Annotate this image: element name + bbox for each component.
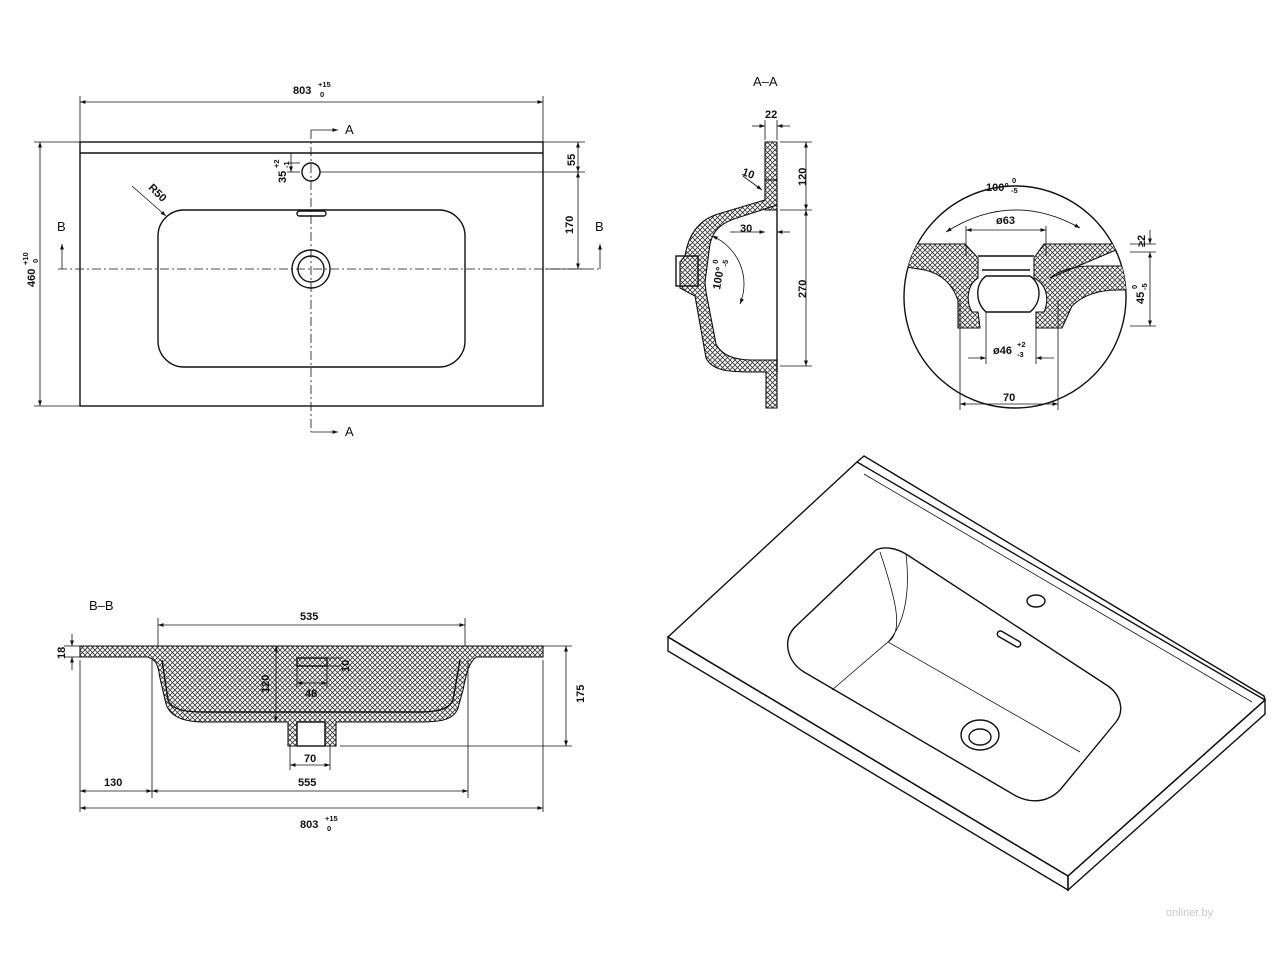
iso-tap-hole — [1026, 594, 1046, 608]
section-aa: A–A 22 120 270 10 30 100° 0 -5 — [675, 74, 812, 409]
iso-basin-rim — [786, 547, 1122, 802]
section-bb-title: B–B — [89, 598, 114, 613]
tap-offset-dimension: 35 — [277, 171, 289, 183]
aa-angle-tol-upper: 0 — [711, 259, 721, 265]
iso-overflow — [996, 630, 1022, 648]
section-b-label-left: B — [57, 219, 66, 234]
iso-drain-outer — [960, 719, 1000, 751]
iso-drain-inner — [968, 728, 992, 746]
bb-dim-120: 120 — [260, 675, 272, 693]
detail-angle: 100° — [986, 182, 1009, 194]
detail-dim-45: 45 — [1135, 292, 1147, 304]
bb-width-tol-lower: 0 — [327, 824, 331, 833]
detail-dim-45-tol-upper: 0 — [1130, 285, 1139, 289]
basin-outline — [157, 209, 466, 368]
section-a-label-bottom: A — [345, 424, 354, 439]
bb-dim-175: 175 — [575, 685, 587, 703]
bb-dim-535: 535 — [300, 611, 318, 623]
section-aa-shell — [679, 179, 778, 409]
iso-right-edge — [1067, 698, 1266, 892]
detail-angle-tol-lower: -5 — [1011, 186, 1018, 195]
detail-dim-45-tol-lower: -5 — [1140, 283, 1149, 290]
section-bb-drain — [296, 721, 326, 747]
width-tol-lower: 0 — [320, 90, 324, 99]
detail-dia-tol-upper: +2 — [1017, 340, 1026, 349]
depth-tol-lower: 0 — [31, 259, 40, 263]
detail-dim-70: 70 — [1003, 392, 1015, 404]
bb-dim-70: 70 — [304, 753, 316, 765]
detail-angle-tol-upper: 0 — [1012, 176, 1016, 185]
bb-dim-18: 18 — [56, 647, 68, 659]
tap-tol-lower: -1 — [282, 161, 291, 168]
watermark: onliner.by — [1166, 907, 1214, 919]
bb-dim-130: 130 — [104, 777, 122, 789]
bb-width-dimension: 803 — [300, 819, 318, 831]
aa-dim-30: 30 — [740, 223, 752, 235]
section-a-label-top: A — [345, 122, 354, 137]
tap-tol-upper: +2 — [272, 159, 281, 168]
bb-dim-48: 48 — [305, 688, 317, 700]
bb-dim-555: 555 — [298, 777, 316, 789]
depth-tol-upper: +10 — [21, 252, 30, 265]
section-aa-title: A–A — [753, 74, 778, 89]
aa-dim-22: 22 — [765, 109, 777, 121]
iso-countertop-top — [666, 461, 1267, 877]
aa-dim-120: 120 — [797, 168, 809, 186]
aa-angle: 100° — [711, 266, 727, 291]
detail-dim-ge2: ≥2 — [1136, 235, 1148, 247]
iso-backsplash — [856, 455, 1266, 701]
detail-left-wall — [904, 243, 981, 329]
countertop-outline — [79, 141, 544, 407]
bb-width-tol-upper: +15 — [325, 814, 338, 823]
depth-dimension: 460 — [26, 269, 38, 287]
detail-dia-top: ø63 — [996, 215, 1015, 227]
aa-dim-270: 270 — [797, 280, 809, 298]
detail-dia-tol-lower: -3 — [1017, 350, 1024, 359]
iso-basin-inner — [831, 551, 1081, 753]
width-tol-upper: +15 — [318, 80, 331, 89]
dim-170: 170 — [564, 216, 576, 234]
overflow-slot — [296, 210, 327, 217]
bb-dim-10: 10 — [340, 660, 352, 672]
dim-55: 55 — [566, 154, 578, 166]
aa-dim-10: 10 — [740, 166, 756, 181]
detail-circle — [903, 185, 1127, 409]
width-dimension: 803 — [293, 85, 311, 97]
section-bb: B–B 535 18 120 10 48 175 — [56, 598, 587, 833]
section-aa-drain-stub — [675, 255, 699, 287]
isometric-view — [666, 455, 1267, 892]
iso-front-edge — [667, 635, 1069, 892]
top-view: A A B B 803 +15 0 460 +10 0 35 +2 -1 — [21, 80, 604, 439]
section-b-label-right: B — [595, 219, 604, 234]
section-bb-overflow — [296, 657, 328, 667]
detail-dia-bottom: ø46 — [993, 345, 1012, 357]
aa-angle-tol-lower: -5 — [720, 259, 730, 267]
drain-detail: 100° 0 -5 ø63 ø46 +2 -3 70 ≥2 45 0 -5 — [903, 176, 1156, 410]
detail-right-wall — [1033, 243, 1126, 329]
